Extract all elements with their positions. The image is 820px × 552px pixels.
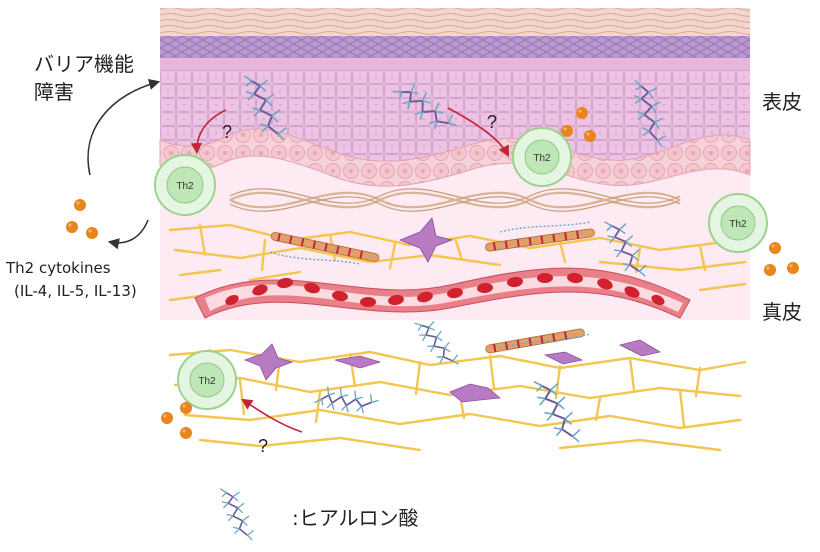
collagen-braid bbox=[229, 188, 681, 212]
blood-vessel-lumen bbox=[205, 276, 683, 312]
question-mark: ? bbox=[487, 112, 497, 132]
stratum-corneum bbox=[160, 8, 750, 36]
stratum-pink-top bbox=[160, 58, 750, 72]
question-mark: ? bbox=[222, 122, 232, 142]
basal-layer bbox=[159, 128, 751, 187]
barrier-arrow bbox=[87, 78, 161, 176]
th2-label: Th2 bbox=[533, 153, 551, 164]
stratum-purple bbox=[160, 36, 750, 58]
th2-cell: Th2 bbox=[512, 127, 572, 187]
hyaluronic-acid-dots bbox=[269, 221, 591, 349]
th2-cell: Th2 bbox=[154, 154, 216, 216]
th2-cell: Th2 bbox=[708, 193, 768, 253]
cytokine-cluster bbox=[161, 402, 192, 439]
fibroblasts bbox=[243, 217, 662, 403]
capillaries bbox=[270, 228, 595, 354]
barrier-label-line2: 障害 bbox=[34, 80, 74, 104]
red-arrow bbox=[447, 107, 510, 157]
red-arrow bbox=[190, 109, 227, 155]
legend-hyaluronic-icon bbox=[219, 487, 255, 541]
red-blood-cells bbox=[225, 272, 665, 307]
elastic-fibers-lower bbox=[168, 348, 747, 452]
th2-label: Th2 bbox=[176, 181, 194, 192]
cytokines-label-line2: (IL-4, IL-5, IL-13) bbox=[14, 282, 137, 300]
cytokine-cluster bbox=[66, 199, 98, 239]
dermis-label: 真皮 bbox=[762, 300, 802, 324]
epidermis-label: 表皮 bbox=[762, 90, 802, 114]
cytokine-cluster bbox=[764, 242, 799, 276]
th2-label: Th2 bbox=[729, 219, 747, 230]
cytokine-arrow bbox=[107, 219, 149, 250]
cytokines-label-line1: Th2 cytokines bbox=[6, 259, 111, 277]
legend-label: :ヒアルロン酸 bbox=[292, 506, 419, 530]
barrier-label-line1: バリア機能 bbox=[34, 52, 134, 76]
red-arrow bbox=[241, 398, 303, 433]
th2-label: Th2 bbox=[198, 376, 216, 387]
question-mark: ? bbox=[258, 436, 268, 456]
th2-cell: Th2 bbox=[177, 350, 237, 410]
